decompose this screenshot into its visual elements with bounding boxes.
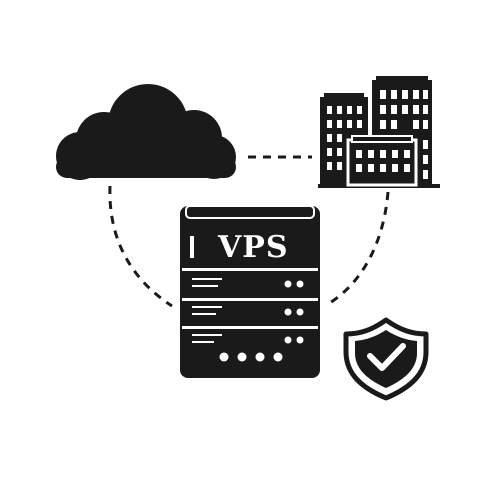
server-indicator-lights <box>284 280 304 344</box>
building-front <box>346 138 418 187</box>
server-top-lid <box>185 205 315 219</box>
connector-cloud-to-server <box>108 185 173 308</box>
shield-check-icon <box>343 317 429 401</box>
server-drive-bay-lines <box>192 278 222 343</box>
checkmark-icon <box>367 343 406 371</box>
server-label: VPS <box>217 230 289 265</box>
server-bottom-dots <box>219 352 283 362</box>
buildings-icon <box>318 76 440 188</box>
cloud-icon <box>56 84 236 180</box>
connector-lines <box>108 155 390 308</box>
server-icon: VPS <box>180 205 320 378</box>
connector-buildings-to-server <box>327 191 390 306</box>
server-bottom-foot <box>186 370 314 378</box>
